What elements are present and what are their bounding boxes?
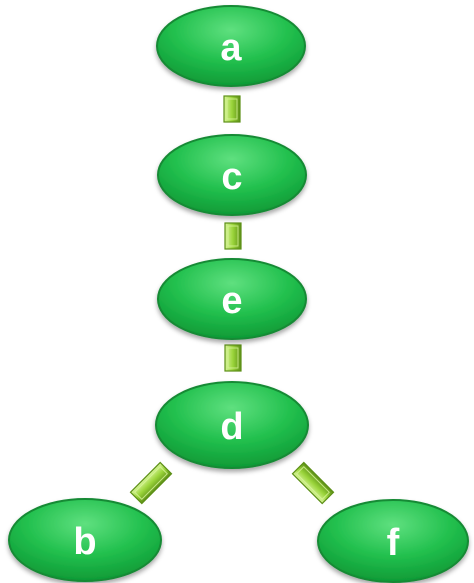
edge-d-b-bevel — [134, 466, 168, 500]
edge-c-e-bevel — [227, 225, 239, 247]
edge-e-d-bevel — [227, 347, 239, 369]
node-c: c — [157, 134, 307, 216]
node-b-shape — [8, 498, 162, 582]
edge-d-b — [129, 461, 173, 505]
node-a-label: a — [220, 27, 242, 69]
edge-d-b-connector — [129, 461, 173, 505]
edges — [129, 95, 335, 505]
edge-d-f-connector — [291, 461, 335, 505]
node-c-label: c — [221, 156, 242, 198]
edge-e-d-connector — [224, 344, 242, 372]
node-f-label: f — [387, 522, 400, 564]
node-d-shape — [155, 381, 309, 469]
node-f: f — [317, 499, 469, 583]
node-e: e — [157, 258, 307, 340]
node-a: a — [156, 5, 306, 87]
edge-d-f-bevel — [296, 466, 330, 500]
node-a-shape — [156, 5, 306, 87]
node-e-label: e — [221, 280, 242, 322]
node-d-label: d — [220, 406, 243, 448]
edge-e-d — [224, 344, 242, 372]
node-d: d — [155, 381, 309, 469]
edge-a-c — [223, 95, 241, 123]
edge-c-e-connector — [224, 222, 242, 250]
edge-a-c-connector — [223, 95, 241, 123]
node-b-label: b — [73, 521, 96, 563]
nodes: a c e d b f — [8, 5, 469, 583]
edge-a-c-bevel — [226, 98, 238, 120]
node-c-shape — [157, 134, 307, 216]
node-f-shape — [317, 499, 469, 583]
node-b: b — [8, 498, 162, 582]
edge-c-e — [224, 222, 242, 250]
edge-d-f — [291, 461, 335, 505]
node-e-shape — [157, 258, 307, 340]
